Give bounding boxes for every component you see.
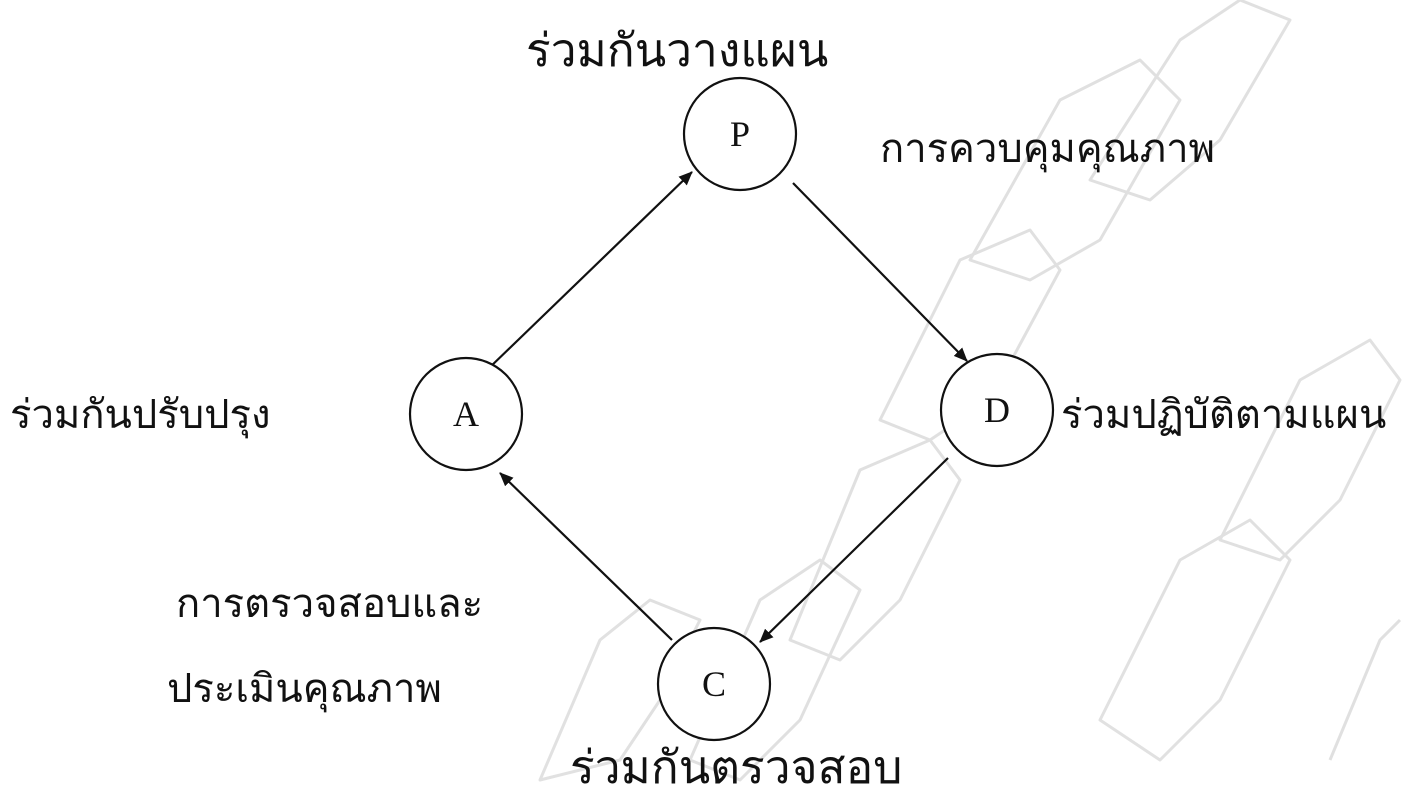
node-p-letter: P [730, 114, 750, 154]
watermark-stroke-3 [788, 438, 962, 662]
watermark-stroke-8 [1218, 338, 1402, 562]
label-assessment-line1: การตรวจสอบและ [176, 581, 483, 626]
node-c: C [656, 626, 772, 742]
watermark-stroke-1 [538, 598, 702, 782]
node-p-circle [682, 76, 798, 192]
edge-c-to-a [499, 472, 673, 641]
node-c-letter: C [702, 664, 726, 704]
watermark-stroke-4 [878, 228, 1062, 442]
edge-a-to-p [486, 171, 693, 371]
node-a-circle [408, 356, 524, 472]
watermark-stroke-9 [1328, 618, 1402, 761]
label-assessment-line2: ประเมินคุณภาพ [167, 666, 442, 713]
watermark-stroke-2 [688, 558, 862, 782]
node-a-letter: A [453, 394, 479, 434]
node-c-circle [656, 626, 772, 742]
node-p: P [682, 76, 798, 192]
watermark-stroke-6 [1088, 0, 1292, 202]
cycle-edges [486, 171, 968, 643]
label-do: ร่วมปฏิบัติตามแผน [1061, 392, 1386, 437]
label-quality-control: การควบคุมคุณภาพ [880, 126, 1215, 173]
label-plan: ร่วมกันวางแผน [526, 25, 828, 76]
node-d-letter: D [984, 390, 1010, 430]
watermark-stroke-7 [1098, 518, 1292, 762]
label-check: ร่วมกันตรวจสอบ [570, 742, 902, 793]
watermark [538, 0, 1402, 782]
edge-d-to-c [759, 457, 949, 643]
node-a: A [408, 356, 524, 472]
watermark-stroke-5 [968, 58, 1182, 282]
node-d: D [939, 352, 1055, 468]
label-act: ร่วมกันปรับปรุง [10, 392, 271, 439]
node-d-circle [939, 352, 1055, 468]
edge-p-to-d [792, 182, 968, 362]
